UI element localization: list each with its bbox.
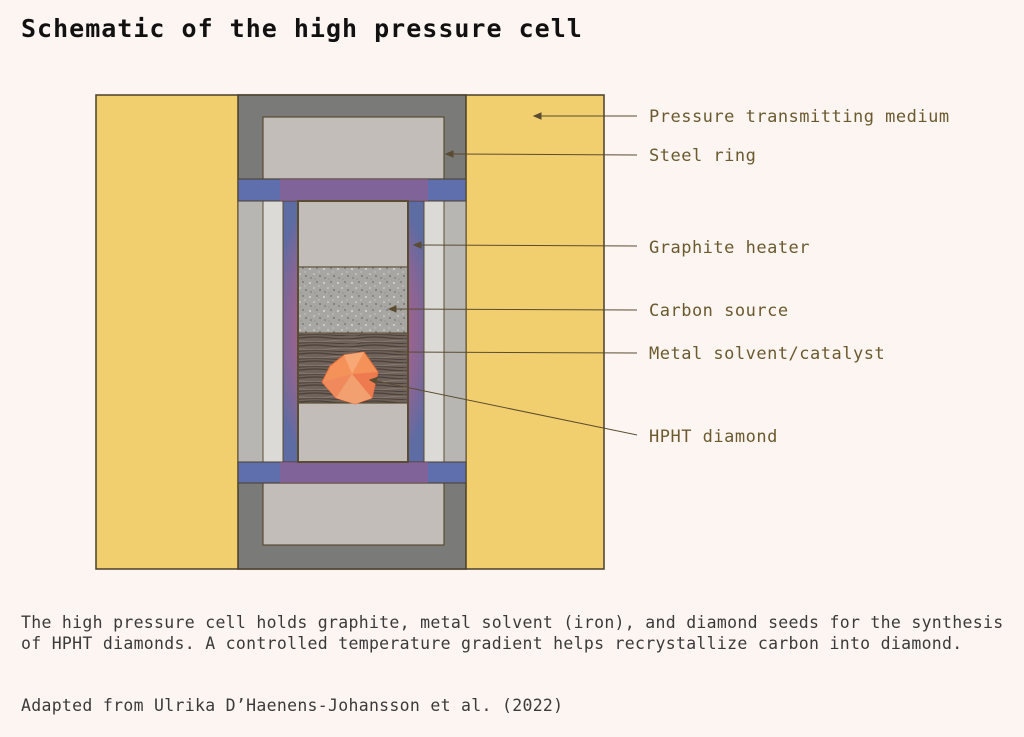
right-insulation-inner: [423, 200, 445, 463]
inner-bottom-insulation: [297, 402, 409, 463]
carbon-source-layer: [297, 266, 409, 334]
hpht-diamond: [321, 351, 379, 405]
right-insulation-outer: [443, 200, 467, 463]
inner-capsule-frame: [297, 200, 409, 463]
left-insulation-outer: [237, 200, 264, 463]
label-graphite-heater: Graphite heater: [649, 238, 810, 258]
label-pressure-medium: Pressure transmitting medium: [649, 107, 950, 127]
leader-lines: [368, 112, 638, 436]
bottom-plug: [262, 482, 445, 546]
label-steel-ring: Steel ring: [649, 146, 756, 166]
source-credit: Adapted from Ulrika D’Haenens-Johansson …: [21, 696, 564, 715]
high-pressure-cell-diagram: Pressure transmitting medium Steel ring …: [95, 94, 950, 570]
page-title: Schematic of the high pressure cell: [21, 14, 583, 43]
top-plug: [262, 116, 445, 180]
caption: The high pressure cell holds graphite, m…: [21, 613, 1004, 653]
label-metal-solvent: Metal solvent/catalyst: [649, 344, 885, 364]
inner-top-insulation: [297, 200, 409, 268]
label-carbon-source: Carbon source: [649, 301, 789, 321]
left-insulation-inner: [262, 200, 284, 463]
label-hpht-diamond: HPHT diamond: [649, 427, 778, 447]
